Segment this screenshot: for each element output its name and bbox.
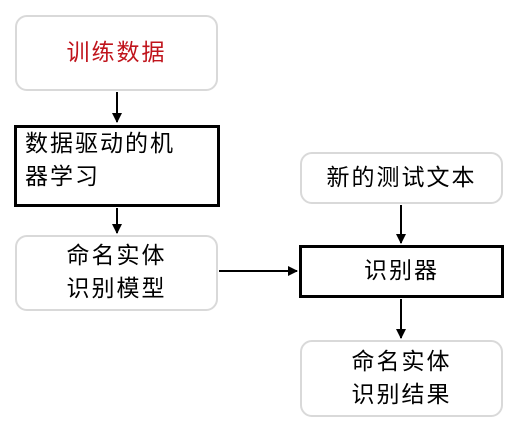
node-new-test-text: 新的测试文本 [300, 152, 503, 204]
node-data-driven-learning-line1: 数据驱动的机 [25, 131, 175, 157]
node-ner-result-line2: 识别结果 [351, 381, 452, 408]
node-ner-model: 命名实体 识别模型 [15, 235, 218, 311]
node-training-data: 训练数据 [15, 15, 218, 91]
node-ner-model-line2: 识别模型 [66, 276, 167, 302]
node-recognizer: 识别器 [299, 245, 504, 298]
node-data-driven-learning: 数据驱动的机 器学习 [14, 125, 220, 207]
node-ner-result-line1: 命名实体 [351, 348, 452, 375]
node-training-data-label: 训练数据 [66, 39, 167, 66]
node-ner-result: 命名实体 识别结果 [300, 340, 503, 417]
node-ner-model-line1: 命名实体 [66, 243, 167, 269]
node-new-test-text-label: 新的测试文本 [326, 164, 477, 191]
node-recognizer-label: 识别器 [364, 258, 439, 284]
node-data-driven-learning-line2: 器学习 [25, 164, 100, 190]
